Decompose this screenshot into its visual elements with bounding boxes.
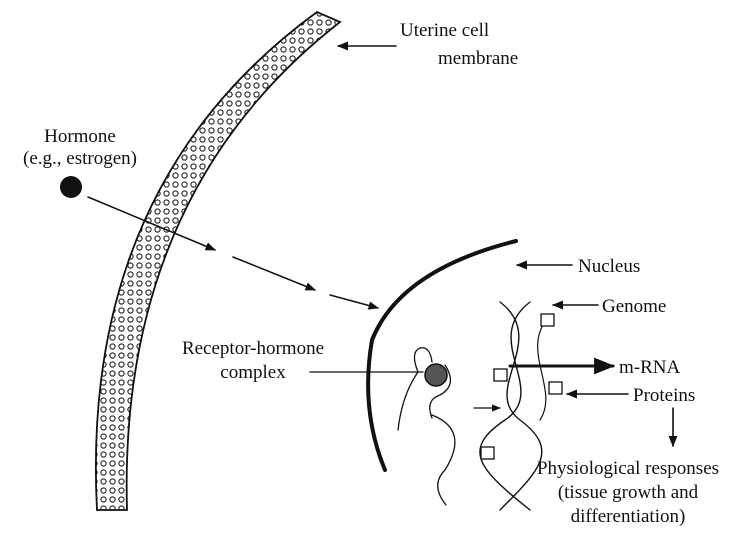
lower-box — [481, 447, 494, 459]
response-label-line3: differentiation) — [571, 506, 686, 527]
receptor-label-line1: Receptor-hormone — [182, 338, 324, 359]
membrane-label-line2: membrane — [438, 48, 518, 69]
mrna-box — [494, 369, 507, 381]
genome-label: Genome — [602, 296, 666, 317]
cell-membrane — [96, 12, 340, 510]
proteins-label: Proteins — [633, 385, 695, 406]
hormone-label-line1: Hormone — [44, 126, 116, 147]
nucleus-label: Nucleus — [578, 256, 640, 277]
genome-box — [541, 314, 554, 326]
response-label-line2: (tissue growth and — [558, 482, 699, 503]
receptor-label-line2: complex — [220, 362, 286, 383]
hormone-dot — [60, 176, 82, 198]
membrane-label-line1: Uterine cell — [400, 20, 489, 41]
mrna-label: m-RNA — [619, 357, 681, 378]
nucleus-boundary — [368, 241, 516, 470]
response-label-line1: Physiological responses — [537, 458, 719, 479]
protein-box — [549, 382, 562, 394]
hormone-label-line2: (e.g., estrogen) — [23, 148, 137, 169]
